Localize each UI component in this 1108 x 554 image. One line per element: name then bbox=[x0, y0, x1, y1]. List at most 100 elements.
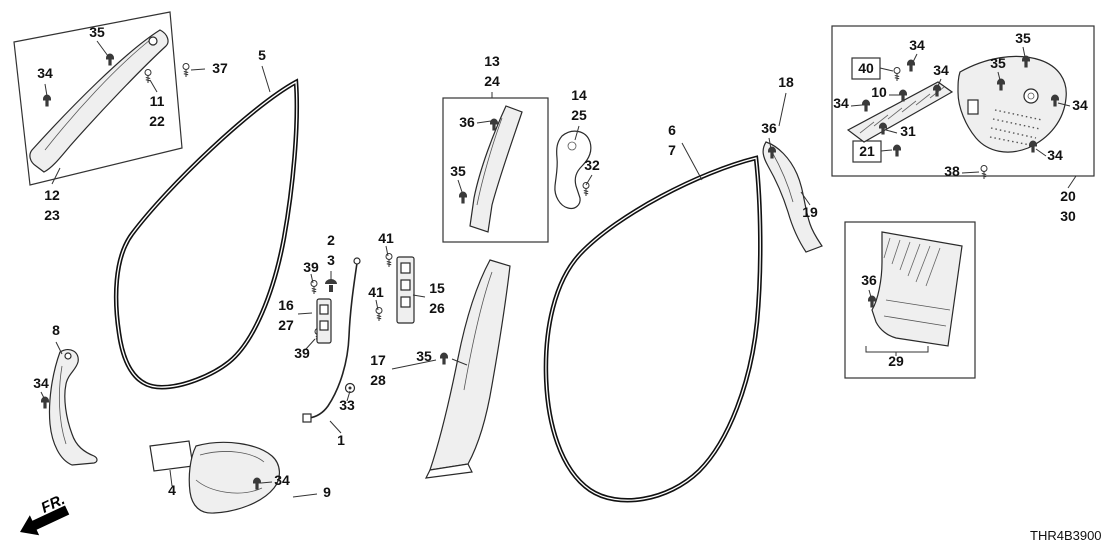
bracket-slot bbox=[400, 296, 411, 308]
part-number-label: 32 bbox=[584, 157, 600, 173]
part-number-label: 3 bbox=[327, 252, 335, 268]
bracket-slot bbox=[319, 304, 329, 315]
seatbelt-adjuster-part bbox=[554, 130, 592, 210]
part-number-label: 28 bbox=[370, 372, 386, 388]
cowl-side-trim-part bbox=[41, 349, 98, 466]
wire-harness-part bbox=[302, 257, 361, 423]
part-number-label: 34 bbox=[833, 95, 849, 111]
part-number-label: 34 bbox=[933, 62, 949, 78]
part-number-label: 40 bbox=[858, 60, 874, 76]
clip-icon bbox=[43, 94, 51, 107]
center-pillar-upper-garnish-part bbox=[459, 105, 523, 233]
clip-stem bbox=[329, 285, 333, 292]
part-number-label: 1 bbox=[337, 432, 345, 448]
wire-connector bbox=[302, 413, 312, 423]
part-number-label: 4 bbox=[168, 482, 176, 498]
garnish-slot bbox=[967, 99, 979, 115]
screw-icon bbox=[375, 307, 383, 322]
part-number-label: 13 bbox=[484, 53, 500, 69]
center-pillar-upper-detail-box bbox=[442, 97, 549, 243]
screw-icon bbox=[385, 253, 393, 268]
seatbelt-adjuster-shape bbox=[554, 130, 592, 210]
center-pillar-lower-line bbox=[463, 271, 493, 391]
part-number-label: 37 bbox=[212, 60, 228, 76]
front-pillar-detail-box bbox=[13, 11, 183, 186]
quarter-lower-hatch bbox=[883, 237, 941, 287]
bracket-slot bbox=[400, 262, 411, 274]
rear-door-seal-outline bbox=[543, 155, 763, 503]
part-number-label: 36 bbox=[761, 120, 777, 136]
clip-icon bbox=[862, 99, 870, 112]
part-number-label: 30 bbox=[1060, 208, 1076, 224]
part-number-label: 24 bbox=[484, 73, 500, 89]
part-number-label: 14 bbox=[571, 87, 587, 103]
part-number-label: 25 bbox=[571, 107, 587, 123]
quarter-pillar-lower-garnish-part bbox=[865, 231, 963, 356]
part-number-label: 36 bbox=[861, 272, 877, 288]
front-door-opening-seal-part bbox=[113, 78, 300, 390]
front-door-seal-core bbox=[115, 80, 298, 388]
bracket-slot bbox=[400, 279, 411, 291]
fr-arrow-icon bbox=[20, 505, 70, 536]
grommet-33-center bbox=[348, 386, 352, 390]
sill-garnish-shape bbox=[188, 441, 280, 514]
part-number-label: 35 bbox=[416, 348, 432, 364]
part-number-label: 38 bbox=[944, 163, 960, 179]
part-number-label: 9 bbox=[323, 484, 331, 500]
diagram-code: THR4B3900 bbox=[1030, 528, 1102, 543]
clip-icon bbox=[459, 191, 467, 204]
part-number-label: 35 bbox=[89, 24, 105, 40]
part-number-label: 34 bbox=[1047, 147, 1063, 163]
cowl-side-trim-shape bbox=[48, 349, 98, 466]
center-pillar-lower-foot bbox=[424, 463, 473, 479]
part-number-label: 18 bbox=[778, 74, 794, 90]
part-number-label: 15 bbox=[429, 280, 445, 296]
screw-icon bbox=[893, 67, 901, 82]
front-door-seal-outline bbox=[113, 78, 300, 390]
part-number-label: 6 bbox=[668, 122, 676, 138]
front-pillar-garnish-shape bbox=[29, 29, 169, 173]
adjuster-hole bbox=[567, 141, 577, 151]
wire-end-top bbox=[353, 257, 361, 265]
center-pillar-lower-garnish-part bbox=[424, 259, 511, 479]
part-number-label: 11 bbox=[150, 93, 165, 109]
part-number-label: 23 bbox=[44, 207, 60, 223]
clip-icon bbox=[1029, 140, 1037, 153]
roof-side-garnish-part bbox=[846, 55, 1067, 180]
fr-direction-arrow: FR. bbox=[20, 491, 70, 536]
sill-garnish-lines bbox=[195, 451, 265, 494]
center-pillar-upper-garnish-shape bbox=[469, 105, 523, 233]
roof-rail-hatch bbox=[859, 86, 945, 134]
part-number-label: 29 bbox=[888, 353, 904, 369]
part-number-label: 8 bbox=[52, 322, 60, 338]
part-number-label: 31 bbox=[900, 123, 916, 139]
part-number-label: 41 bbox=[368, 284, 384, 300]
bracket-slot bbox=[319, 320, 329, 331]
center-small-parts bbox=[310, 253, 415, 344]
center-pillar-upper-garnish-line bbox=[476, 117, 503, 206]
part-number-label: 34 bbox=[1072, 97, 1088, 113]
part-number-label: 41 bbox=[378, 230, 394, 246]
part-number-label: 35 bbox=[990, 55, 1006, 71]
clip-icon bbox=[440, 352, 448, 365]
cowl-side-trim-line bbox=[58, 365, 67, 445]
part-number-label: 35 bbox=[450, 163, 466, 179]
detail-boxes bbox=[13, 11, 1095, 379]
label-21-box bbox=[852, 140, 882, 163]
part-number-label: 34 bbox=[909, 37, 925, 53]
rear-pillar-garnish-part bbox=[762, 141, 823, 253]
garnish-hole-inner bbox=[1027, 92, 1035, 100]
garnish-hole-outer bbox=[1023, 88, 1039, 104]
rear-door-seal-core bbox=[545, 157, 761, 501]
part-number-label: 39 bbox=[294, 345, 310, 361]
part-number-label: 34 bbox=[274, 472, 290, 488]
quarter-pillar-upper-detail-box bbox=[831, 25, 1095, 177]
cowl-trim-hole bbox=[64, 352, 72, 360]
screw-icon bbox=[310, 280, 318, 295]
part-number-label: 27 bbox=[278, 317, 294, 333]
front-pillar-garnish-hole bbox=[148, 36, 158, 46]
part-number-label: 36 bbox=[459, 114, 475, 130]
front-pillar-garnish-line bbox=[44, 39, 151, 151]
